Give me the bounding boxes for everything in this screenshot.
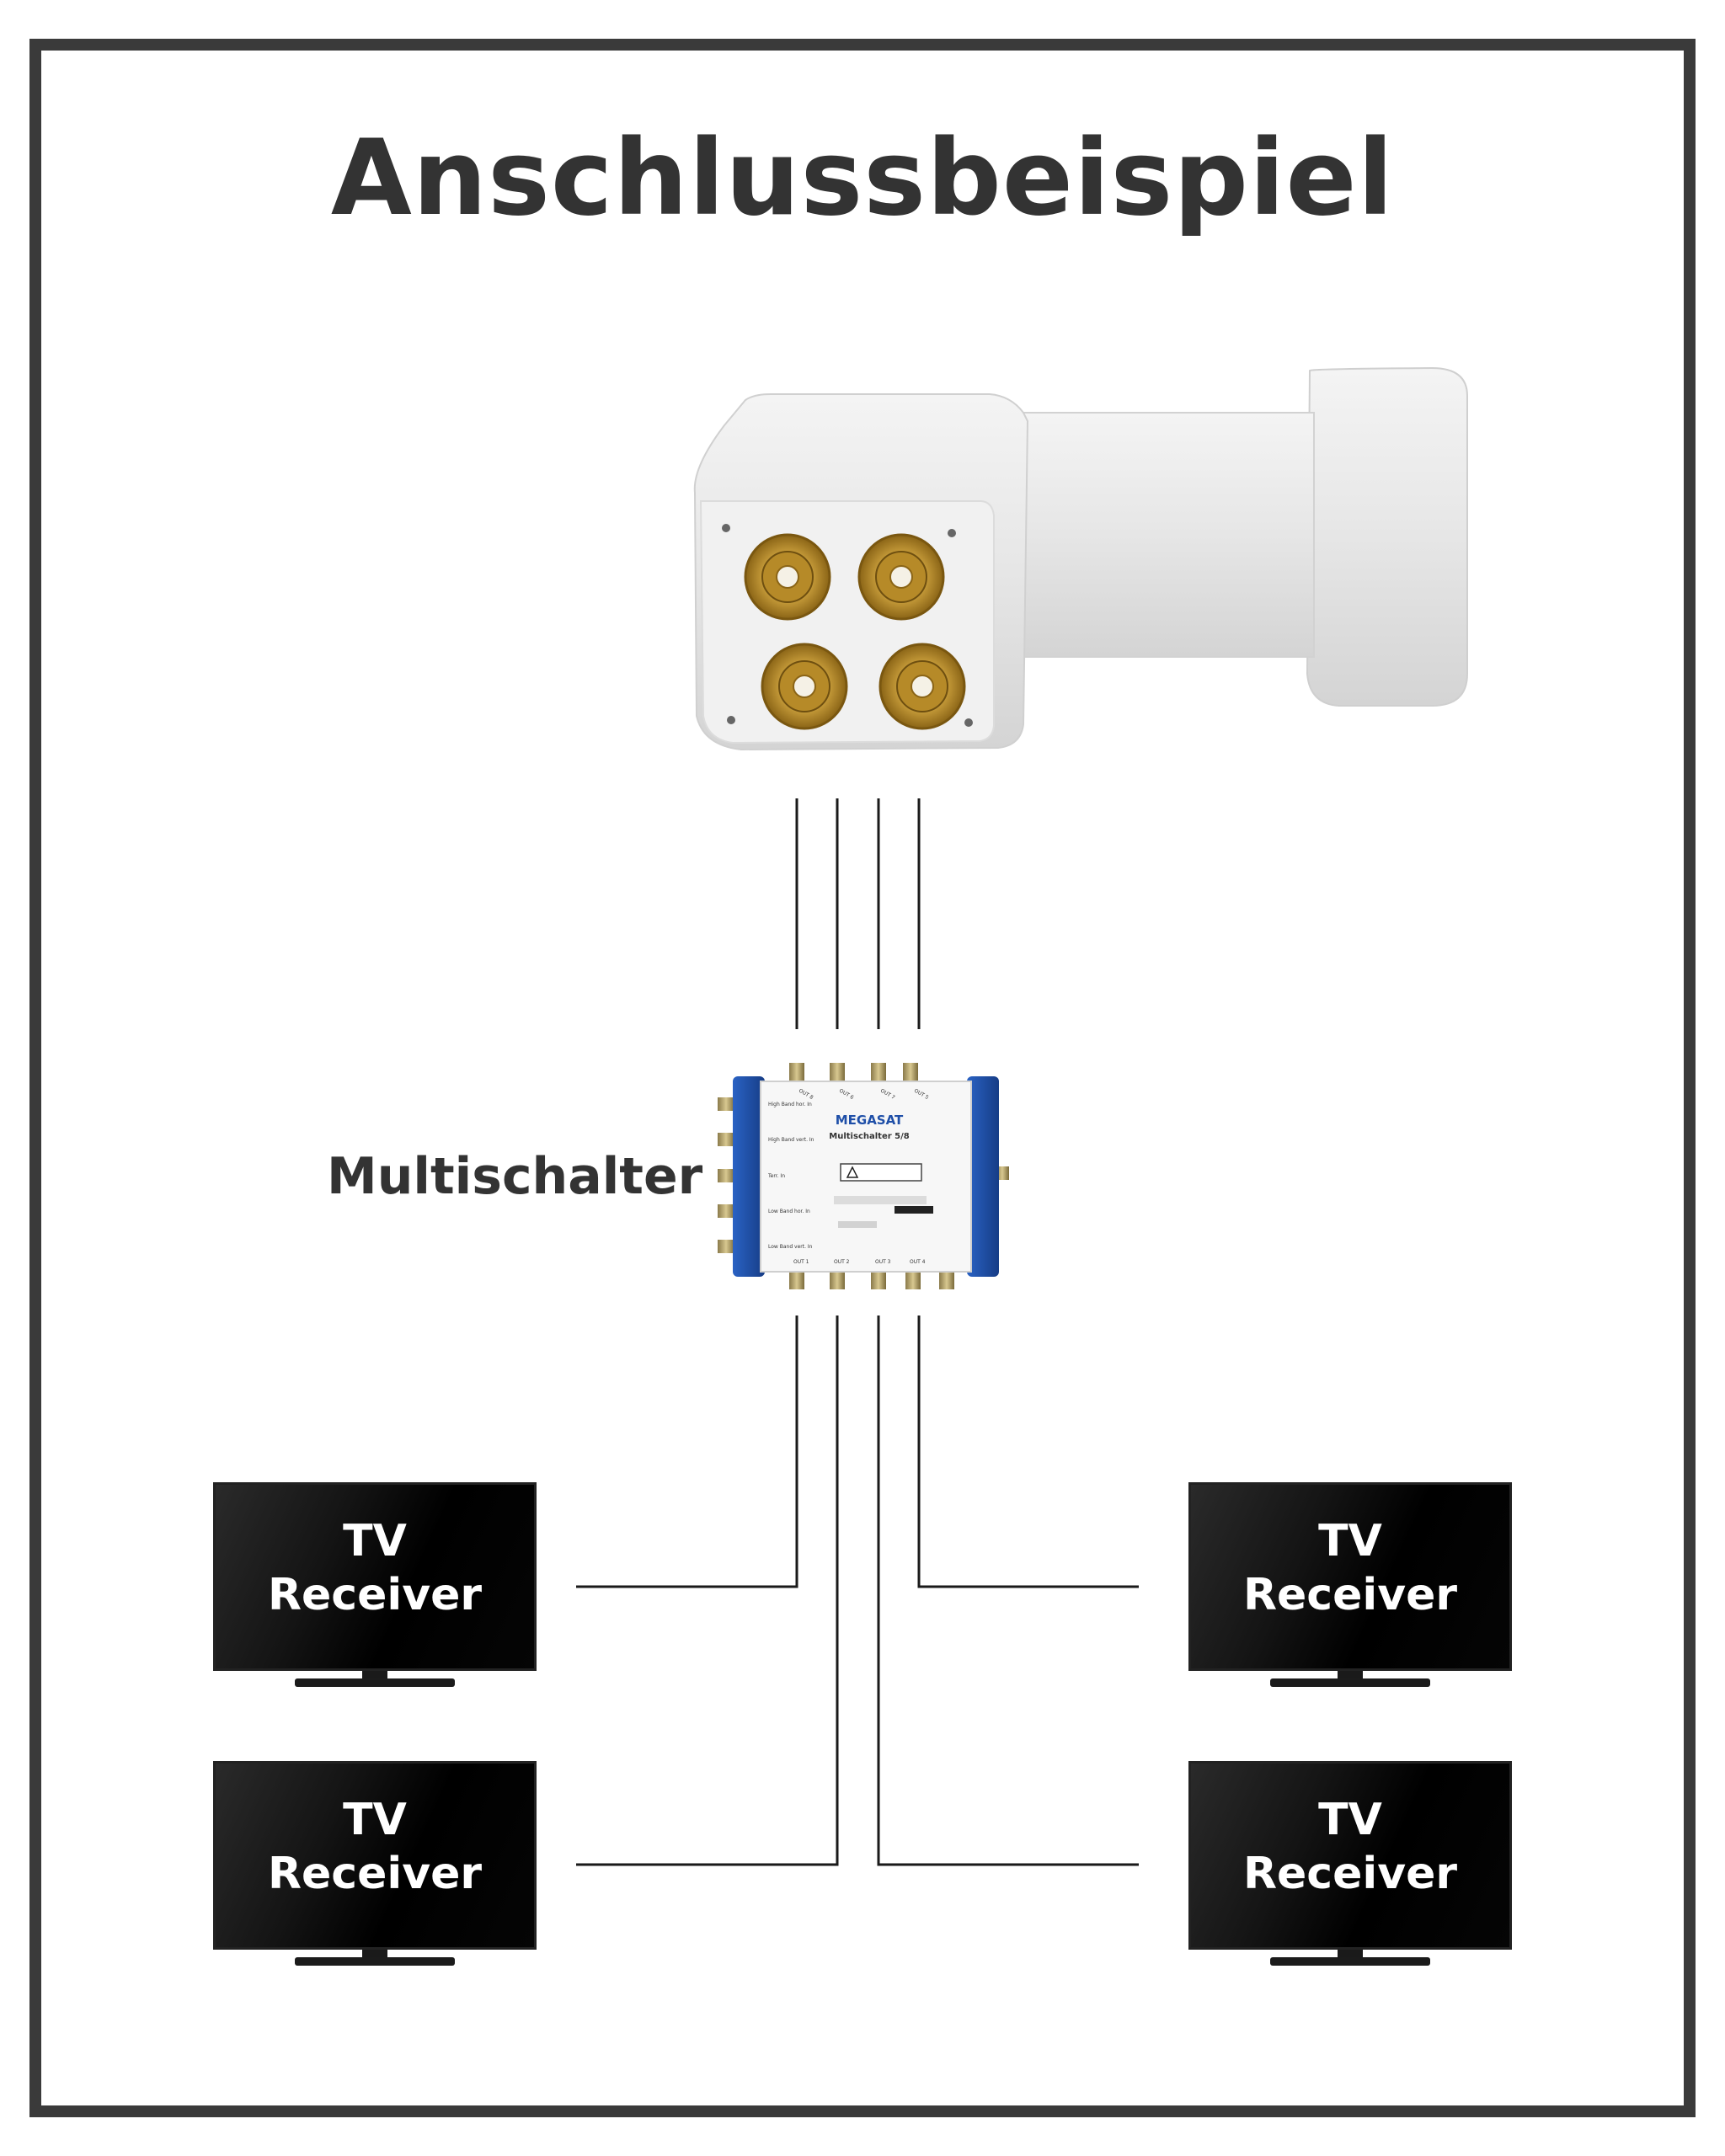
device-label: OUT 1: [793, 1259, 809, 1265]
tv-stand: [295, 1678, 455, 1687]
f-connector-icon: [859, 535, 943, 619]
tv-label-line2: Receiver: [1188, 1847, 1512, 1901]
tv-label-line2: Receiver: [213, 1568, 537, 1622]
quad-lnb: [695, 368, 1467, 750]
cable-switch-to-receiver: [879, 1315, 1139, 1865]
warning-label: [841, 1164, 921, 1181]
tv-label-line1: TV: [1188, 1793, 1512, 1847]
cable-switch-to-receiver: [576, 1315, 797, 1587]
multiswitch-label: Multischalter: [327, 1147, 702, 1206]
f-connector-icon: [880, 644, 964, 728]
energy-badge: [895, 1206, 933, 1214]
tv-label-line1: TV: [1188, 1514, 1512, 1568]
device-label: High Band hor. In: [768, 1102, 812, 1107]
device-label: High Band vert. In: [768, 1137, 814, 1143]
f-connector-icon: [745, 535, 830, 619]
device-label: OUT 3: [875, 1259, 891, 1265]
ce-mark: [838, 1221, 877, 1228]
tv-stand: [295, 1957, 455, 1966]
cable-switch-to-receiver: [919, 1315, 1139, 1587]
tv-label-line1: TV: [213, 1514, 537, 1568]
cables: [576, 798, 1139, 1865]
switch-brand: MEGASAT: [836, 1113, 904, 1128]
tv-receiver-top-left: TV Receiver: [213, 1482, 537, 1689]
badge-row: [834, 1196, 927, 1204]
tv-receiver-bottom-right: TV Receiver: [1188, 1761, 1512, 1967]
device-label: OUT 4: [910, 1259, 926, 1265]
tv-label-line2: Receiver: [1188, 1568, 1512, 1622]
tv-receiver-top-right: TV Receiver: [1188, 1482, 1512, 1689]
device-label: Low Band hor. In: [768, 1209, 810, 1214]
device-label: Low Band vert. In: [768, 1244, 813, 1250]
tv-label-line2: Receiver: [213, 1847, 537, 1901]
tv-stand: [1270, 1678, 1430, 1687]
switch-model: Multischalter 5/8: [829, 1132, 909, 1141]
tv-receiver-bottom-left: TV Receiver: [213, 1761, 537, 1967]
device-label: Terr. In: [767, 1173, 785, 1179]
f-connector-icon: [762, 644, 846, 728]
lnb-feed-cap: [1307, 368, 1467, 706]
multiswitch-device: MEGASAT Multischalter 5/8 High Band hor.…: [718, 1063, 1009, 1289]
device-label: OUT 2: [834, 1259, 850, 1265]
tv-stand: [1270, 1957, 1430, 1966]
lnb-neck: [1011, 413, 1314, 657]
tv-label-line1: TV: [213, 1793, 537, 1847]
